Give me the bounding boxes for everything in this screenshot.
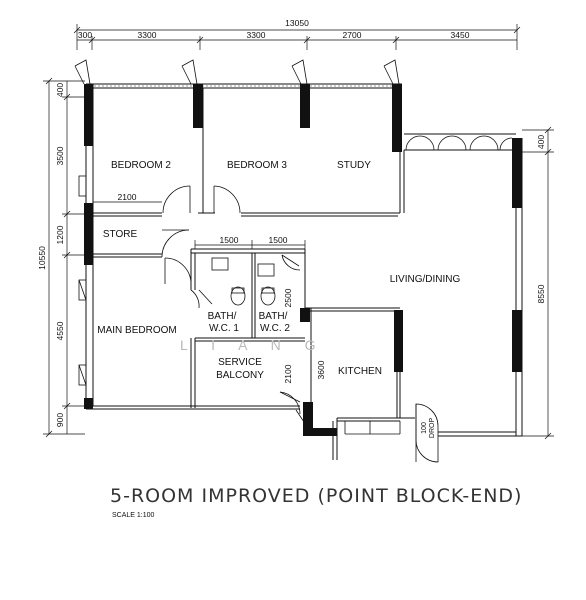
dim-total-width: 13050 — [285, 18, 309, 28]
room-label-bath-1-line1: BATH/ — [208, 311, 237, 322]
room-label-store: STORE — [103, 229, 138, 240]
dim-4550: 4550 — [55, 321, 65, 340]
room-label-living-dining: LIVING/DINING — [390, 274, 461, 285]
wall-columns — [84, 84, 522, 436]
dim-400-right: 400 — [536, 135, 546, 149]
inner-dimensions: 2100 1500 1500 2500 2100 3600 100 DROP — [93, 192, 436, 438]
top-dimensions: 13050 300 3300 3300 2700 3450 — [73, 18, 521, 50]
dim-3300-b: 3300 — [247, 30, 266, 40]
dim-3300-a: 3300 — [138, 30, 157, 40]
living-window-arcs — [405, 135, 513, 151]
dim-100: 100 — [421, 422, 428, 434]
dim-8550: 8550 — [536, 284, 546, 303]
dim-total-height: 10550 — [37, 246, 47, 270]
watermark: L I A N G — [180, 337, 326, 353]
left-dimensions: 10550 400 3500 1200 4550 900 — [37, 77, 85, 438]
bath-fixtures — [211, 257, 276, 306]
room-label-kitchen: KITCHEN — [338, 366, 382, 377]
dim-2500: 2500 — [283, 288, 293, 307]
room-label-study: STUDY — [337, 160, 371, 171]
plan-title: 5-ROOM IMPROVED (POINT BLOCK-END) — [110, 485, 522, 507]
dim-900: 900 — [55, 413, 65, 427]
room-label-service-line2: BALCONY — [216, 370, 264, 381]
dim-300: 300 — [78, 30, 92, 40]
facade-windows — [74, 59, 400, 386]
dim-drop: DROP — [429, 418, 436, 439]
dim-3500: 3500 — [55, 146, 65, 165]
room-labels: BEDROOM 2 BEDROOM 3 STUDY STORE LIVING/D… — [97, 160, 460, 381]
room-label-main-bedroom: MAIN BEDROOM — [97, 325, 176, 336]
room-label-bedroom-3: BEDROOM 3 — [227, 160, 287, 171]
right-dimensions: 400 8550 — [522, 126, 554, 440]
dim-1500-b: 1500 — [269, 235, 288, 245]
room-label-service-line1: SERVICE — [218, 357, 262, 368]
dim-2700: 2700 — [343, 30, 362, 40]
plan-scale: SCALE 1:100 — [112, 512, 155, 519]
dim-1200: 1200 — [55, 225, 65, 244]
door-swings — [161, 185, 439, 463]
dim-2100-service: 2100 — [283, 364, 293, 383]
dim-2100-store: 2100 — [118, 192, 137, 202]
dim-400-left: 400 — [55, 83, 65, 97]
room-label-bath-1-line2: W.C. 1 — [209, 323, 239, 334]
room-label-bath-2-line1: BATH/ — [259, 311, 288, 322]
room-label-bath-2-line2: W.C. 2 — [260, 323, 290, 334]
dim-1500-a: 1500 — [220, 235, 239, 245]
room-label-bedroom-2: BEDROOM 2 — [111, 160, 171, 171]
dim-3600: 3600 — [316, 360, 326, 379]
dim-3450: 3450 — [451, 30, 470, 40]
